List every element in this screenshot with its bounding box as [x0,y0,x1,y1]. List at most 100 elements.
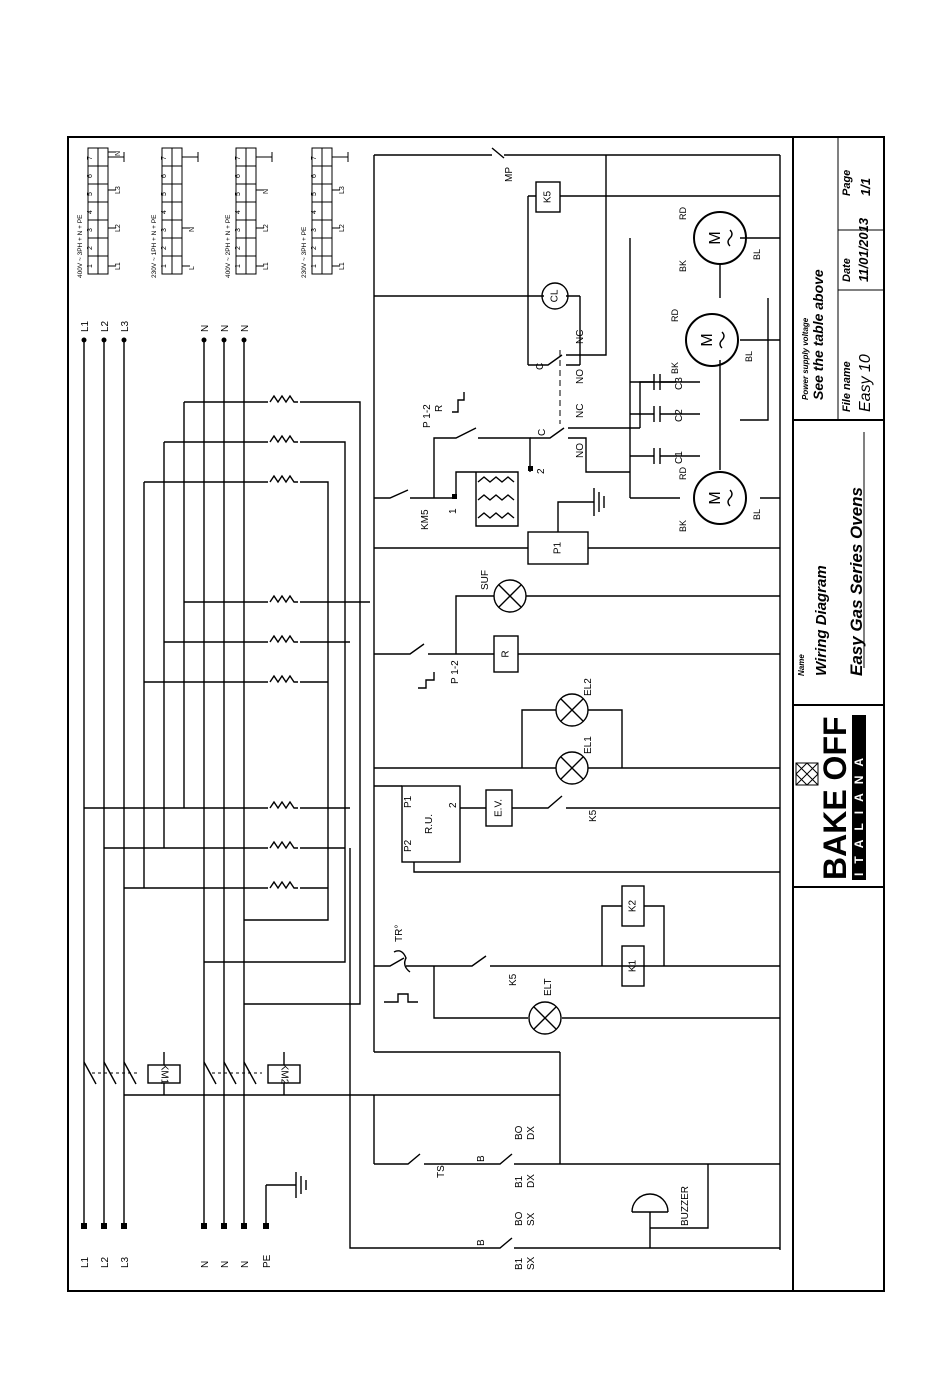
terminal-number: 7 [87,156,94,160]
supply-bus [81,337,307,1229]
terminal-number: 6 [87,174,94,178]
wire-bl-label: BL [744,351,754,362]
heater-resistor [269,800,298,810]
supply-line-label: PE [262,1254,273,1268]
heater-resistors [84,394,515,1005]
terminal-number: 3 [161,228,168,232]
terminal-line-label: N [189,227,196,232]
name-label: Name [797,654,806,676]
supply-line-label: L3 [120,320,131,332]
terminal-number: 1 [235,264,242,268]
motor-label: M [699,333,716,346]
terminal-number: 6 [161,174,168,178]
bosx-label-a: BO [514,1211,525,1226]
supply-line-label: L1 [80,1256,91,1268]
suf-label: SUF [480,570,491,590]
lamp-suf: SUF [480,570,527,613]
ru-terminal-2: 2 [448,802,459,808]
k2-label: K2 [628,899,639,912]
bosx-label-b: SX [526,1212,537,1226]
page-label: Page [841,170,853,196]
ru-p1-label: P1 [403,795,414,808]
b-left-label: B [476,1239,487,1246]
capacitor: C2 [630,406,700,422]
fan-motor: M BK RD BL [678,467,762,532]
terminal-number: 6 [235,174,242,178]
wire-bk-label: BK [678,520,688,532]
terminal-line-label: N [263,189,270,194]
b1sx-label-b: SX [526,1256,537,1270]
contactor-km1: KM1 [83,1052,181,1095]
terminal-number: 2 [311,246,318,250]
r-label-b: R [434,405,445,412]
lamp-el2: EL2 [555,678,594,727]
terminal-number: 4 [87,210,94,214]
terminal-line-label: L2 [115,224,122,232]
b1dx-label-a: B1 [514,1175,525,1188]
supply-line-label: N [220,1261,231,1268]
ts-label: TS [436,1165,447,1178]
wire-bl-label: BL [752,509,762,520]
b1sx-label-a: B1 [514,1257,525,1270]
terminal-number: 2 [87,246,94,250]
terminal-table-title: 230V ~ 1PH + N + PE [151,214,158,278]
wire-bk-label: BK [678,260,688,272]
nc-label-a: NC [575,404,586,418]
k5-contact-label: K5 [588,809,599,822]
wire-rd-label: RD [678,207,688,220]
heater-resistor [269,394,298,404]
terminal-number: 2 [161,246,168,250]
terminal-number: 4 [161,210,168,214]
contactor-km2: KM2 [203,1052,301,1095]
supply-line-label: N [220,325,231,332]
terminal-line-label: L1 [115,262,122,270]
drawing-frame [67,136,885,1292]
terminal-table-title: 230V ~ 3PH + PE [301,226,308,278]
terminal-table-title: 400V ~ 2PH + N + PE [225,214,232,278]
terminal-line-label: L2 [339,224,346,232]
terminal-number: 5 [311,192,318,196]
title-block: BAKE OFF ITALIANA Name Wiring Diagram Ea… [792,138,885,1290]
capacitor-label: C2 [674,409,685,422]
km5-terminal-1: 1 [448,508,459,514]
nc-label-b: NC [575,330,586,344]
motor-label: M [707,491,724,504]
motor-label: M [707,231,724,244]
elt-label: ELT [543,978,554,996]
capacitor-label: C3 [674,377,685,390]
ev-label: E.V. [494,799,505,817]
cl-label: CL [550,289,561,302]
heater-resistor [269,434,298,444]
supply-line-label: L2 [100,320,111,332]
terminal-number: 3 [87,228,94,232]
terminal-line-label: L1 [339,262,346,270]
km5-terminal-2: 2 [536,468,547,474]
k5-relay-label: K5 [508,973,519,986]
km5-label: KM5 [420,509,431,530]
r-relay-label: R [501,650,512,657]
supply-line-label: N [240,1261,251,1268]
terminal-line-label: N [115,151,122,156]
wire-bl-label: BL [752,249,762,260]
lamp-elt: ELT [528,978,562,1035]
burner-resistor [477,512,515,519]
terminal-number: 3 [311,228,318,232]
k5-coil-label: K5 [543,190,554,203]
p1-label: P1 [553,541,564,554]
wire-rd-label: RD [678,467,688,480]
supply-line-label: L3 [120,1256,131,1268]
date-value: 11/01/2013 [856,217,871,282]
terminal-number: 5 [235,192,242,196]
km2-label: KM2 [278,1064,289,1085]
supply-line-label: N [200,1261,211,1268]
logo-text-top: BAKE OFF [817,716,853,880]
p12-label-b: P 1-2 [422,404,433,428]
b1dx-label-b: DX [526,1174,537,1188]
el1-label: EL1 [583,736,594,754]
c-label-a: C [537,429,548,436]
capacitor-label: C1 [674,451,685,464]
